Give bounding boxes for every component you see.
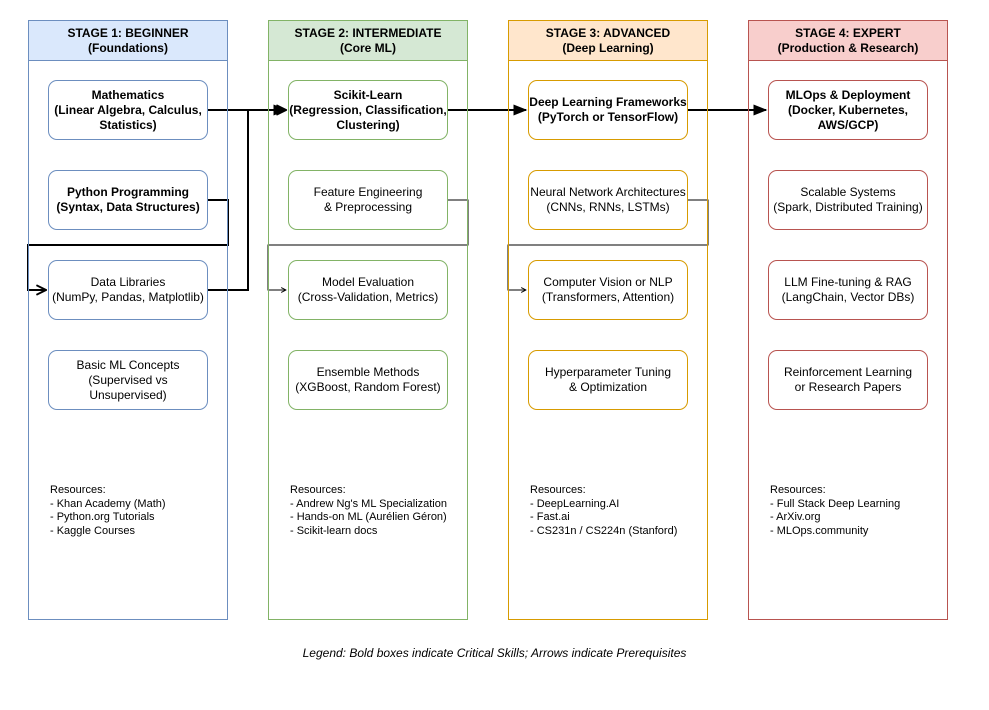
stage-3-header: STAGE 3: ADVANCED(Deep Learning) xyxy=(508,20,708,61)
skill-node-text: & Optimization xyxy=(568,380,648,394)
skill-node-text: MLOps & Deployment xyxy=(785,87,911,102)
resource-item: - Python.org Tutorials xyxy=(50,511,155,523)
stage-title: STAGE 2: INTERMEDIATE xyxy=(294,25,442,40)
skill-node-text: Basic ML Concepts xyxy=(76,357,180,372)
resource-item: - Hands-on ML (Aurélien Géron) xyxy=(290,511,447,523)
stage-1-header: STAGE 1: BEGINNER(Foundations) xyxy=(28,20,228,61)
resources-title: Resources: xyxy=(770,484,826,496)
stage-subtitle: (Core ML) xyxy=(340,40,396,55)
skill-node-text: (PyTorch or TensorFlow) xyxy=(537,110,679,124)
skill-node-text: Reinforcement Learning xyxy=(783,365,913,379)
skill-node: LLM Fine-tuning & RAG(LangChain, Vector … xyxy=(768,260,928,320)
resource-item: - Kaggle Courses xyxy=(50,524,135,537)
stage-4-column: STAGE 4: EXPERT(Production & Research) xyxy=(748,20,948,620)
stage-2-header: STAGE 2: INTERMEDIATE(Core ML) xyxy=(268,20,468,61)
skill-node-text: Scalable Systems xyxy=(800,185,896,199)
skill-node-text: Ensemble Methods xyxy=(316,365,420,379)
skill-node: Deep Learning Frameworks(PyTorch or Tens… xyxy=(528,80,688,140)
resources-list: Resources:- Andrew Ng's ML Specializatio… xyxy=(290,484,447,538)
skill-node-text: (CNNs, RNNs, LSTMs) xyxy=(546,200,670,214)
skill-node-text: Statistics) xyxy=(99,117,157,132)
skill-node-text: (Transformers, Attention) xyxy=(541,290,675,304)
stage-subtitle: (Deep Learning) xyxy=(562,40,654,55)
skill-node-text: (XGBoost, Random Forest) xyxy=(295,380,441,394)
skill-node-text: Python Programming xyxy=(66,185,189,199)
skill-node: Data Libraries(NumPy, Pandas, Matplotlib… xyxy=(48,260,208,320)
skill-node-text: (Supervised vs xyxy=(88,372,168,387)
skill-node: Hyperparameter Tuning& Optimization xyxy=(528,350,688,410)
skill-node: Model Evaluation(Cross-Validation, Metri… xyxy=(288,260,448,320)
stage-title: STAGE 4: EXPERT xyxy=(795,25,901,40)
prerequisite-arrow xyxy=(27,199,229,290)
skill-node: Scikit-Learn(Regression, Classification,… xyxy=(288,80,448,140)
skill-node-text: Computer Vision or NLP xyxy=(543,275,673,289)
resources-title: Resources: xyxy=(290,484,346,496)
resources-list: Resources:- Full Stack Deep Learning- Ar… xyxy=(770,484,900,538)
resource-item: - CS231n / CS224n (Stanford) xyxy=(530,524,678,537)
skill-node-text: AWS/GCP) xyxy=(817,117,879,132)
resource-item: - Full Stack Deep Learning xyxy=(770,497,901,510)
stage-1-column: STAGE 1: BEGINNER(Foundations) xyxy=(28,20,228,620)
skill-node: Neural Network Architectures(CNNs, RNNs,… xyxy=(528,170,688,230)
skill-node-text: Model Evaluation xyxy=(321,275,415,289)
resources-list: Resources:- DeepLearning.AI- Fast.ai- CS… xyxy=(530,484,677,538)
resources-list: Resources:- Khan Academy (Math)- Python.… xyxy=(50,484,166,538)
resource-item: - Scikit-learn docs xyxy=(290,524,378,537)
skill-node: Mathematics(Linear Algebra, Calculus,Sta… xyxy=(48,80,208,140)
legend: Legend: Bold boxes indicate Critical Ski… xyxy=(302,646,687,660)
resource-item: - Fast.ai xyxy=(530,511,570,523)
skill-node-text: (Cross-Validation, Metrics) xyxy=(297,290,439,304)
skill-node-text: LLM Fine-tuning & RAG xyxy=(784,275,912,289)
stage-2-column: STAGE 2: INTERMEDIATE(Core ML) xyxy=(268,20,468,620)
skill-node-text: Clustering) xyxy=(336,117,400,132)
skill-node: Feature Engineering& Preprocessing xyxy=(288,170,448,230)
skill-node-text: Deep Learning Frameworks xyxy=(529,95,687,109)
skill-node-text: (Spark, Distributed Training) xyxy=(773,200,923,214)
stage-title: STAGE 1: BEGINNER xyxy=(67,25,189,40)
skill-node-text: or Research Papers xyxy=(794,380,902,394)
skill-node-text: Neural Network Architectures xyxy=(530,185,686,199)
resources-title: Resources: xyxy=(530,484,586,496)
skill-node-text: (Syntax, Data Structures) xyxy=(56,200,200,214)
skill-node-text: Unsupervised) xyxy=(89,387,167,402)
skill-node: Ensemble Methods(XGBoost, Random Forest) xyxy=(288,350,448,410)
skill-node-text: & Preprocessing xyxy=(323,200,413,214)
stage-3-column: STAGE 3: ADVANCED(Deep Learning) xyxy=(508,20,708,620)
prerequisite-arrow xyxy=(208,110,286,291)
stage-subtitle: (Production & Research) xyxy=(777,40,919,55)
stage-title: STAGE 3: ADVANCED xyxy=(545,25,671,40)
skill-node-text: (Docker, Kubernetes, xyxy=(787,102,909,117)
skill-node-text: Data Libraries xyxy=(90,275,166,289)
resource-item: - ArXiv.org xyxy=(770,511,821,523)
stage-subtitle: (Foundations) xyxy=(88,40,168,55)
skill-node: Computer Vision or NLP(Transformers, Att… xyxy=(528,260,688,320)
skill-node-text: (Regression, Classification, xyxy=(289,102,447,117)
skill-node: MLOps & Deployment(Docker, Kubernetes,AW… xyxy=(768,80,928,140)
resource-item: - MLOps.community xyxy=(770,524,869,537)
prerequisite-arrow xyxy=(267,199,469,290)
skill-node-text: Hyperparameter Tuning xyxy=(544,365,672,379)
resource-item: - DeepLearning.AI xyxy=(530,497,620,510)
stage-4-header: STAGE 4: EXPERT(Production & Research) xyxy=(748,20,948,61)
skill-node-text: (Linear Algebra, Calculus, xyxy=(54,102,202,117)
resource-item: - Andrew Ng's ML Specialization xyxy=(290,497,447,510)
skill-node-text: (LangChain, Vector DBs) xyxy=(781,290,915,304)
resources-title: Resources: xyxy=(50,484,106,496)
skill-node-text: Feature Engineering xyxy=(313,185,423,199)
skill-node-text: Mathematics xyxy=(91,87,165,102)
prerequisite-arrow xyxy=(507,199,709,290)
resource-item: - Khan Academy (Math) xyxy=(50,497,166,510)
skill-node: Scalable Systems(Spark, Distributed Trai… xyxy=(768,170,928,230)
skill-node: Python Programming(Syntax, Data Structur… xyxy=(48,170,208,230)
skill-node-text: (NumPy, Pandas, Matplotlib) xyxy=(52,290,204,304)
skill-node-text: Scikit-Learn xyxy=(333,87,403,102)
